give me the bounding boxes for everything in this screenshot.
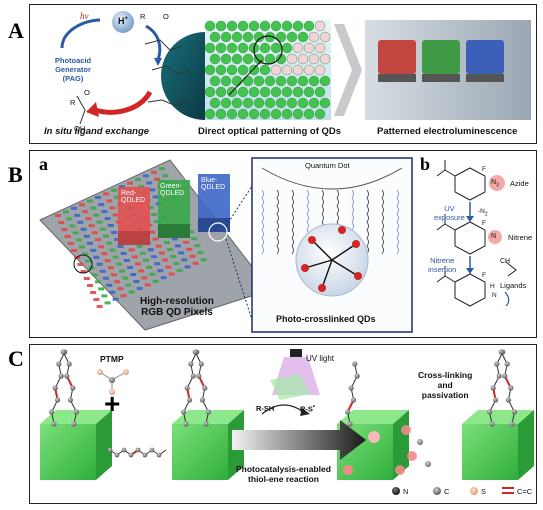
crosslinking-caption: Cross-linking and passivation: [418, 370, 473, 400]
chevron-arrow: [334, 24, 362, 116]
legend-s-dot: [470, 487, 478, 495]
reaction-caption: Photocatalysis-enabled thiol-ene reactio…: [236, 464, 331, 484]
nitrene-label: Nitrene: [508, 233, 533, 242]
panel-b: [29, 150, 537, 338]
blue-qdled-label: Blue- QDLED: [201, 177, 226, 191]
legend-c-dot: [433, 487, 441, 495]
panel-b-label: B: [8, 162, 23, 187]
ligand-chains: [49, 349, 517, 475]
f-label-2: F: [482, 220, 486, 227]
r-label-2: R: [70, 98, 76, 107]
n3-label: N3: [491, 179, 499, 189]
legend-n-label: N: [403, 487, 409, 496]
r-label-1: R: [140, 12, 146, 21]
panel-c: [29, 344, 537, 504]
nitrene-n-label: N: [491, 233, 497, 240]
azide-highlight: [489, 175, 505, 191]
uv-light-label: UV light: [306, 354, 335, 363]
o-label-1: O: [163, 12, 169, 21]
f-label-1: F: [482, 166, 486, 173]
photo-crosslinked-caption: Photo-crosslinked QDs: [276, 314, 376, 324]
green-qdled-label: Green- QDLED: [160, 183, 185, 197]
cycle-arrow-top: [60, 18, 101, 49]
oh-label: OH: [74, 124, 86, 133]
azide-label: Azide: [510, 179, 529, 188]
pag-label: Photoacid Generator (PAG): [54, 56, 92, 83]
o-label-2: O: [84, 88, 90, 97]
legend-c-label: C: [444, 487, 450, 496]
panel-a-label: A: [8, 18, 24, 43]
legend-n-dot: [392, 487, 400, 495]
caption-ligand-exchange: In situ ligand exchange: [44, 126, 150, 137]
quantum-dot-label: Quantum Dot: [305, 161, 350, 170]
rsh-label: R-SH: [256, 404, 275, 413]
rgb-pixels-caption: High-resolution RGB QD Pixels: [140, 296, 214, 318]
qd-core: [161, 32, 205, 120]
red-atoms: [301, 226, 362, 292]
nitrene-insertion-label: Nitrene insertion: [428, 256, 457, 274]
panel-b-sub-b: b: [420, 154, 431, 174]
legend-s-label: S: [481, 487, 487, 496]
qd-dot-array: [204, 20, 331, 120]
panel-c-label: C: [8, 346, 24, 371]
cycle-arrow-red: [94, 90, 153, 115]
plus-sign: +: [104, 388, 121, 419]
caption-optical-patterning: Direct optical patterning of QDs: [198, 126, 342, 137]
proton-label: H+: [118, 16, 129, 26]
crosslink-bonds: [304, 239, 359, 289]
legend-cc-label: C=C: [517, 487, 533, 496]
reaction-arrow: [232, 420, 366, 460]
h-label: H: [490, 283, 495, 290]
panel-b-sub-a: a: [39, 154, 48, 174]
hv-label: hv: [80, 11, 89, 21]
ch-label: CH: [500, 258, 511, 265]
red-qdled-label: Red- QDLED: [121, 190, 146, 204]
ptmp-molecule: [97, 369, 129, 395]
ligands-label: Ligands: [500, 281, 527, 290]
uv-exposure-label: UV exposure: [434, 204, 465, 222]
rs-label: R-S•: [300, 404, 316, 414]
caption-electroluminescence: Patterned electroluminescence: [377, 126, 518, 137]
qd-cubes: [40, 410, 534, 480]
nitrene-highlight: [488, 230, 502, 244]
proton-ball: [112, 11, 134, 33]
f-label-3: F: [482, 272, 486, 279]
uv-lamp: [290, 349, 302, 357]
insertion-n-label: N: [492, 292, 497, 299]
qdled-stacks: [118, 174, 230, 245]
n2-release-label: -N2: [478, 208, 488, 218]
ptmp-label: PTMP: [100, 354, 124, 364]
